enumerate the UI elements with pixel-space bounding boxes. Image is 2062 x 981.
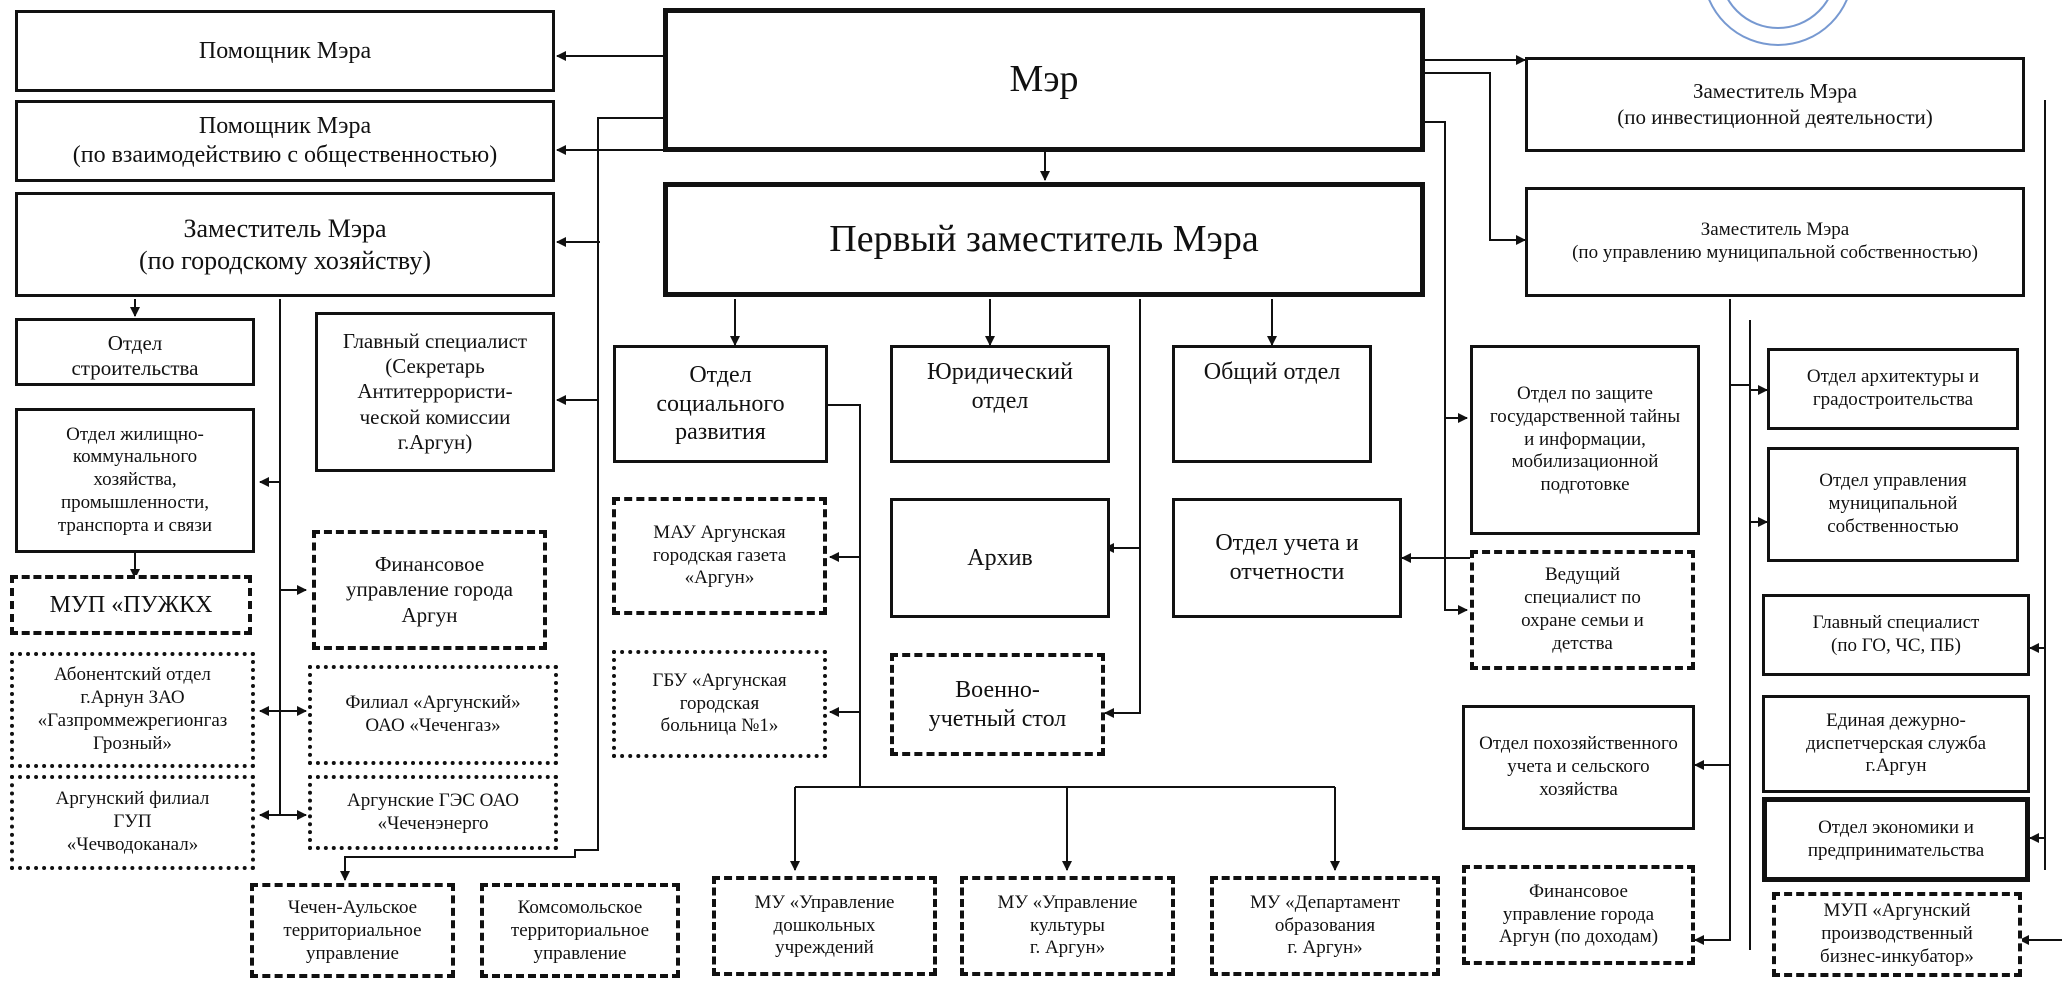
line-fd-bus xyxy=(1104,299,1141,718)
archive-box: Архив xyxy=(890,498,1110,618)
mup-incubator-label: МУП «Аргунский производственный бизнес-и… xyxy=(1820,900,1974,967)
antiterror-box: Главный специалист (Секретарь Антитеррор… xyxy=(315,312,555,472)
deputy-city-box: Заместитель Мэра (по городскому хозяйств… xyxy=(15,192,555,297)
finance-dept-box: Финансовое управление города Аргун xyxy=(312,530,547,650)
deputy-city-label: Заместитель Мэра (по городскому хозяйств… xyxy=(139,214,431,275)
construction-label: Отдел строительства xyxy=(71,331,199,381)
line-mayor-bus-right xyxy=(1425,72,1526,245)
mu-preschool-label: МУ «Управление дошкольных учреждений xyxy=(754,891,895,959)
subscriber-dept-label: Абонентский отдел г.Арнун ЗАО «Газпромме… xyxy=(37,664,228,754)
dispatch-box: Единая дежурно- диспетчерская служба г.А… xyxy=(1762,695,2030,793)
accounting-box: Отдел учета и отчетности xyxy=(1172,498,1402,618)
family-specialist-label: Ведущий специалист по охране семьи и дет… xyxy=(1521,564,1644,654)
housing-box: Отдел жилищно- коммунального хозяйства, … xyxy=(15,408,255,553)
housing-label: Отдел жилищно- коммунального хозяйства, … xyxy=(57,423,213,536)
mau-gazette-label: МАУ Аргунская городская газета «Аргун» xyxy=(652,521,787,589)
mup-puzhkh-label: МУП «ПУЖКХ xyxy=(49,591,213,618)
mau-gazette-box: МАУ Аргунская городская газета «Аргун» xyxy=(612,497,827,615)
deputy-property-box: Заместитель Мэра (по управлению муниципа… xyxy=(1525,187,2025,297)
general-box: Общий отдел xyxy=(1172,345,1372,463)
line-dp-bus xyxy=(1694,299,1731,945)
construction-box: Отдел строительства xyxy=(15,318,255,386)
legal-box: Юридический отдел xyxy=(890,345,1110,463)
gbu-hospital-label: ГБУ «Аргунская городская больница №1» xyxy=(652,669,787,737)
mu-preschool-box: МУ «Управление дошкольных учреждений xyxy=(712,876,937,976)
architecture-box: Отдел архитектуры и градостроительства xyxy=(1767,348,2019,430)
mup-puzhkh-box: МУП «ПУЖКХ xyxy=(10,575,252,635)
deputy-invest-label: Заместитель Мэра (по инвестиционной деят… xyxy=(1617,79,1933,129)
argun-res-label: Аргунские ГЭС ОАО «Чеченэнерго xyxy=(347,789,519,834)
subscriber-dept-box: Абонентский отдел г.Арнун ЗАО «Газпромме… xyxy=(10,652,255,768)
first-deputy-label: Первый заместитель Мэра xyxy=(829,217,1259,260)
municipal-property-label: Отдел управления муниципальной собственн… xyxy=(1819,470,1967,537)
chechen-aul-label: Чечен-Аульское территориальное управлени… xyxy=(283,897,422,964)
deputy-property-label: Заместитель Мэра (по управлению муниципа… xyxy=(1572,219,1978,263)
chief-go-label: Главный специалист (по ГО, ЧС, ПБ) xyxy=(1812,612,1980,656)
chief-go-box: Главный специалист (по ГО, ЧС, ПБ) xyxy=(1762,594,2030,676)
archive-label: Архив xyxy=(967,544,1033,571)
mu-culture-label: МУ «Управление культуры г. Аргун» xyxy=(997,891,1138,959)
military-label: Военно- учетный стол xyxy=(928,676,1067,732)
stamp-seal xyxy=(1708,0,1848,46)
assistant-label: Помощник Мэра xyxy=(198,37,372,64)
branch-chechengaz-box: Филиал «Аргунский» ОАО «Чеченгаз» xyxy=(308,665,558,765)
argun-gup-label: Аргунский филиал ГУП «Чечводоканал» xyxy=(55,788,210,855)
accounting-label: Отдел учета и отчетности xyxy=(1215,530,1359,585)
state-secret-label: Отдел по защите государственной тайны и … xyxy=(1489,383,1681,496)
antiterror-label: Главный специалист (Секретарь Антитеррор… xyxy=(342,329,528,454)
deputy-invest-box: Заместитель Мэра (по инвестиционной деят… xyxy=(1525,57,2025,152)
military-box: Военно- учетный стол xyxy=(890,653,1105,756)
mup-incubator-box: МУП «Аргунский производственный бизнес-и… xyxy=(1772,892,2022,977)
line-social-bus xyxy=(827,404,861,787)
household-box: Отдел похозяйственного учета и сельского… xyxy=(1462,705,1695,830)
household-label: Отдел похозяйственного учета и сельского… xyxy=(1479,733,1678,800)
social-dev-box: Отдел социального развития xyxy=(613,345,828,463)
chechen-aul-box: Чечен-Аульское территориальное управлени… xyxy=(250,883,455,978)
finance-income-box: Финансовое управление города Аргун (по д… xyxy=(1462,865,1695,965)
dispatch-label: Единая дежурно- диспетчерская служба г.А… xyxy=(1805,709,1987,777)
line-mayor-bus-right2 xyxy=(1425,121,1468,615)
architecture-label: Отдел архитектуры и градостроительства xyxy=(1806,366,1980,410)
mu-education-label: МУ «Департамент образования г. Аргун» xyxy=(1250,891,1400,959)
komsomolsk-label: Комсомольское территориальное управление xyxy=(510,897,650,964)
finance-income-label: Финансовое управление города Аргун (по д… xyxy=(1498,880,1659,948)
gbu-hospital-box: ГБУ «Аргунская городская больница №1» xyxy=(612,650,827,758)
legal-label: Юридический отдел xyxy=(927,359,1073,414)
first-deputy-box: Первый заместитель Мэра xyxy=(663,182,1425,297)
argun-gup-box: Аргунский филиал ГУП «Чечводоканал» xyxy=(10,775,255,870)
mu-culture-box: МУ «Управление культуры г. Аргун» xyxy=(960,876,1175,976)
assistant-public-box: Помощник Мэра (по взаимодействию с общес… xyxy=(15,100,555,182)
economy-box: Отдел экономики и предпринимательства xyxy=(1762,797,2030,882)
finance-dept-label: Финансовое управление города Аргун xyxy=(345,552,514,627)
assistant-box: Помощник Мэра xyxy=(15,10,555,92)
mayor-box: Мэр xyxy=(663,8,1425,152)
argun-res-box: Аргунские ГЭС ОАО «Чеченэнерго xyxy=(308,775,558,850)
economy-label: Отдел экономики и предпринимательства xyxy=(1807,816,1985,861)
assistant-public-label: Помощник Мэра (по взаимодействию с общес… xyxy=(72,113,498,168)
mu-education-box: МУ «Департамент образования г. Аргун» xyxy=(1210,876,1440,976)
komsomolsk-box: Комсомольское территориальное управление xyxy=(480,883,680,978)
municipal-property-box: Отдел управления муниципальной собственн… xyxy=(1767,447,2019,562)
branch-chechengaz-label: Филиал «Аргунский» ОАО «Чеченгаз» xyxy=(345,692,521,736)
state-secret-box: Отдел по защите государственной тайны и … xyxy=(1470,345,1700,535)
mayor-label: Мэр xyxy=(1009,58,1079,101)
line-mayor-left-bus xyxy=(340,117,663,881)
general-label: Общий отдел xyxy=(1203,359,1341,385)
family-specialist-box: Ведущий специалист по охране семьи и дет… xyxy=(1470,550,1695,670)
social-dev-label: Отдел социального развития xyxy=(656,361,785,446)
